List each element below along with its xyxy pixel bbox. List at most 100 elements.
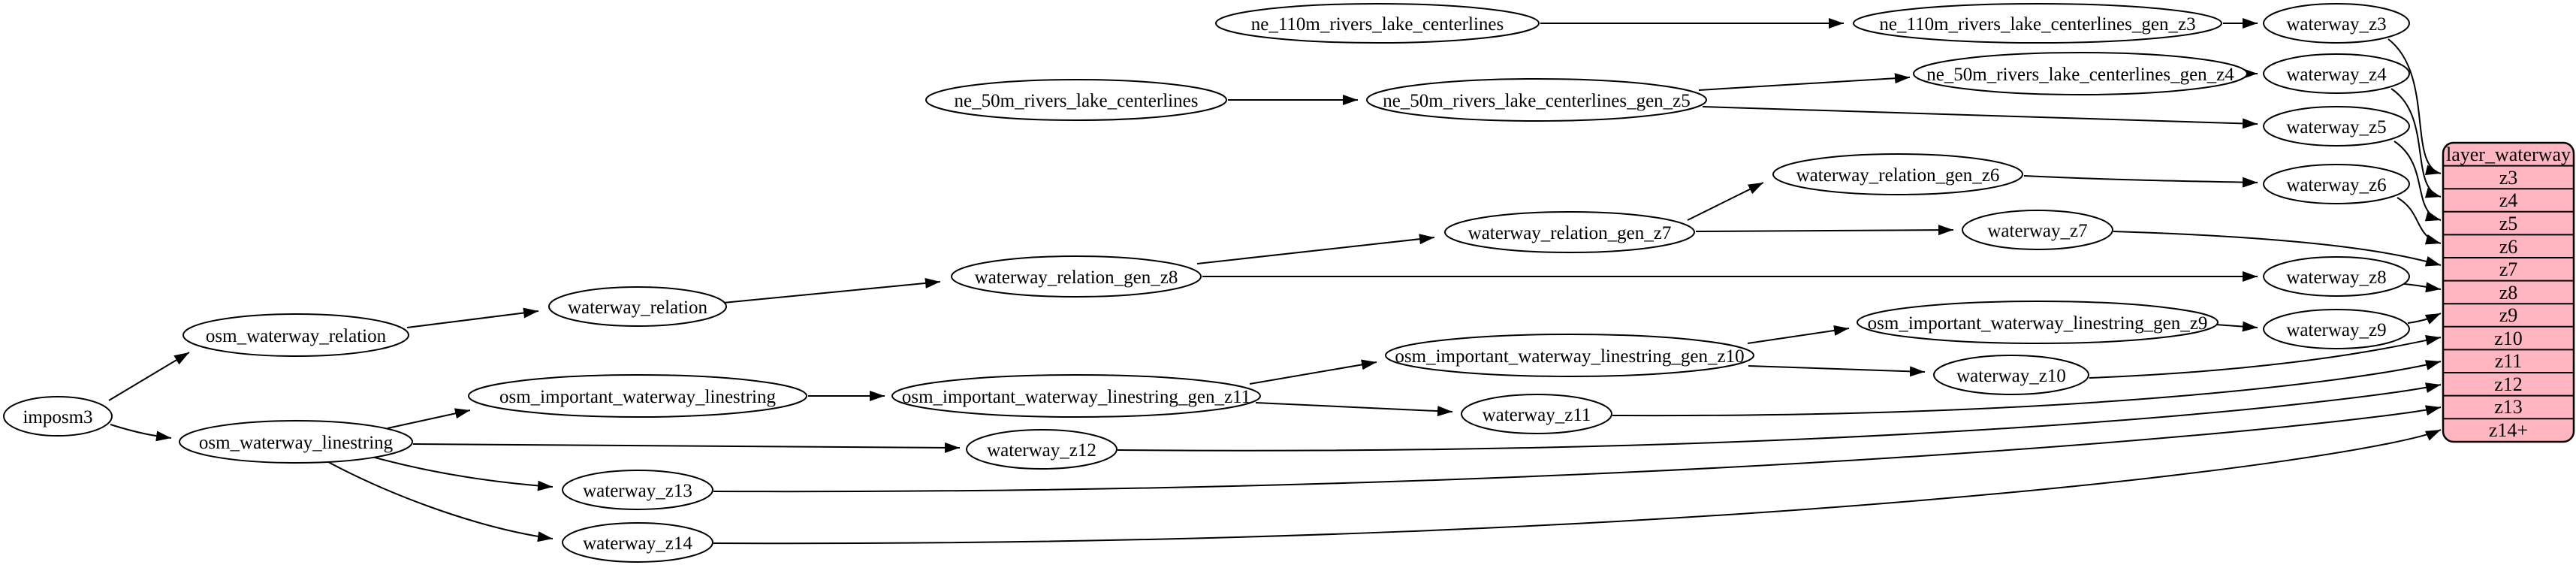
table-row-z6: z6	[2499, 236, 2518, 258]
node-waterway_z5: waterway_z5	[2263, 106, 2410, 147]
table-row-z3: z3	[2499, 167, 2518, 189]
node-waterway_z11: waterway_z11	[1461, 394, 1612, 434]
node-ne_50m_rivers_lake_centerlines_gen_z5-shape	[1366, 78, 1707, 122]
edge-gen_z8-gen_z7	[1196, 234, 1435, 264]
node-osm_waterway_linestring: osm_waterway_linestring	[179, 420, 413, 464]
table-row-z11: z11	[2495, 350, 2523, 372]
node-waterway_relation_gen_z7: waterway_relation_gen_z7	[1444, 211, 1695, 253]
edge-imposm3-osm_waterway_linestring	[110, 424, 172, 442]
node-waterway_z5-label: waterway_z5	[2286, 117, 2386, 137]
edge-osm_waterway_linestring-osm_important_waterway_linestring	[387, 408, 471, 429]
node-osm_important_waterway_linestring_gen_z11-label: osm_important_waterway_linestring_gen_z1…	[902, 387, 1250, 407]
node-waterway_z14-shape	[562, 522, 713, 563]
node-osm_waterway_linestring-shape	[179, 420, 413, 464]
edge-gen_z11-gen_z10	[1249, 359, 1377, 385]
node-waterway_z8-shape	[2263, 256, 2410, 297]
node-waterway_z14: waterway_z14	[562, 522, 713, 563]
node-ne_110m_rivers_lake_centerlines-label: ne_110m_rivers_lake_centerlines	[1251, 14, 1504, 35]
node-osm_important_waterway_linestring_gen_z10-label: osm_important_waterway_linestring_gen_z1…	[1395, 346, 1744, 367]
node-osm_important_waterway_linestring_gen_z9-shape	[1857, 301, 2219, 344]
node-waterway_z13: waterway_z13	[562, 470, 713, 510]
table-row-z5: z5	[2499, 213, 2518, 234]
edge-waterway_z8-row_z8	[2403, 282, 2442, 293]
node-ne_110m_rivers_lake_centerlines_gen_z3-shape	[1853, 3, 2222, 44]
edge-osm_waterway_relation-waterway_relation	[406, 307, 539, 328]
node-ne_110m_rivers_lake_centerlines-shape	[1215, 3, 1540, 44]
node-waterway_z3: waterway_z3	[2263, 3, 2410, 44]
node-waterway_relation_gen_z7-label: waterway_relation_gen_z7	[1468, 223, 1672, 243]
node-waterway_z10: waterway_z10	[1933, 355, 2089, 395]
edge-gen_z7-waterway_z7	[1695, 225, 1954, 236]
layer-waterway-table-title: layer_waterway	[2446, 144, 2571, 165]
node-waterway_relation_gen_z8-shape	[951, 255, 1202, 298]
node-osm_important_waterway_linestring-shape	[468, 374, 807, 418]
table-row-z8: z8	[2499, 282, 2518, 304]
edge-waterway_z10-row_z10	[2089, 335, 2442, 379]
node-osm_important_waterway_linestring-label: osm_important_waterway_linestring	[499, 387, 776, 407]
node-ne_50m_rivers_lake_centerlines_gen_z5: ne_50m_rivers_lake_centerlines_gen_z5	[1366, 78, 1707, 122]
node-waterway_z13-label: waterway_z13	[583, 481, 692, 501]
node-waterway_relation_gen_z6: waterway_relation_gen_z6	[1772, 153, 2023, 195]
node-ne_110m_rivers_lake_centerlines: ne_110m_rivers_lake_centerlines	[1215, 3, 1540, 44]
node-ne_50m_rivers_lake_centerlines_gen_z4-label: ne_50m_rivers_lake_centerlines_gen_z4	[1926, 65, 2234, 85]
node-waterway_relation: waterway_relation	[548, 286, 727, 327]
edge-waterway_z7-row_z7	[2113, 231, 2442, 267]
edge-gen_z11-waterway_z11	[1255, 402, 1453, 417]
node-waterway_z6-label: waterway_z6	[2286, 175, 2386, 195]
node-waterway_z10-shape	[1933, 355, 2089, 395]
node-waterway_z4-label: waterway_z4	[2286, 65, 2387, 85]
edge-waterway_z6-row_z6	[2397, 197, 2442, 245]
node-waterway_z10-label: waterway_z10	[1956, 366, 2066, 386]
edge-osm_waterway_linestring-waterway_z13	[369, 455, 554, 491]
node-waterway_z8: waterway_z8	[2263, 256, 2410, 297]
node-waterway_relation-shape	[548, 286, 727, 327]
edge-gen_z10-gen_z9	[1747, 325, 1850, 344]
node-ne_50m_rivers_lake_centerlines-label: ne_50m_rivers_lake_centerlines	[955, 91, 1199, 111]
node-waterway_z12-label: waterway_z12	[987, 440, 1096, 461]
node-ne_50m_rivers_lake_centerlines_gen_z4: ne_50m_rivers_lake_centerlines_gen_z4	[1913, 52, 2248, 95]
node-waterway_z9-label: waterway_z9	[2286, 320, 2386, 340]
node-waterway_z11-label: waterway_z11	[1483, 405, 1591, 425]
edge-gen_z7-gen_z6	[1687, 182, 1764, 221]
node-ne_110m_rivers_lake_centerlines_gen_z3: ne_110m_rivers_lake_centerlines_gen_z3	[1853, 3, 2222, 44]
edge-waterway_z3-row_z3	[2387, 38, 2442, 175]
node-ne_50m_rivers_lake_centerlines_gen_z5-label: ne_50m_rivers_lake_centerlines_gen_z5	[1383, 91, 1691, 111]
edge-gen_z6-waterway_z6	[2023, 175, 2258, 188]
node-imposm3-label: imposm3	[23, 407, 92, 428]
node-osm_waterway_relation-label: osm_waterway_relation	[206, 326, 387, 346]
node-ne_50m_rivers_lake_centerlines-shape	[925, 79, 1227, 121]
table-row-z9: z9	[2499, 304, 2518, 326]
node-osm_important_waterway_linestring_gen_z11-shape	[891, 374, 1261, 418]
node-waterway_z11-shape	[1461, 394, 1612, 434]
node-waterway_relation_gen_z6-label: waterway_relation_gen_z6	[1796, 165, 2000, 186]
edge-osm_waterway_linestring-waterway_z14	[321, 458, 554, 542]
node-waterway_z3-shape	[2263, 3, 2410, 44]
node-ne_110m_rivers_lake_centerlines_gen_z3-label: ne_110m_rivers_lake_centerlines_gen_z3	[1879, 14, 2195, 35]
node-waterway_relation_gen_z8: waterway_relation_gen_z8	[951, 255, 1202, 298]
edge-gen_z9-waterway_z9	[2215, 321, 2258, 332]
node-waterway_relation-label: waterway_relation	[568, 298, 708, 318]
node-waterway_relation_gen_z7-shape	[1444, 211, 1695, 253]
edge-waterway_z5-row_z5	[2394, 140, 2442, 222]
node-waterway_z7-shape	[1962, 210, 2113, 250]
edge-imposm3-osm_waterway_relation	[108, 352, 190, 401]
table-row-z4: z4	[2499, 189, 2518, 211]
table-row-z12: z12	[2494, 373, 2523, 395]
table-row-z14plus: z14+	[2489, 419, 2528, 441]
node-waterway_z14-label: waterway_z14	[583, 533, 692, 554]
node-waterway_z4: waterway_z4	[2263, 53, 2410, 94]
node-waterway_relation_gen_z6-shape	[1772, 153, 2023, 195]
node-osm_important_waterway_linestring_gen_z10: osm_important_waterway_linestring_gen_z1…	[1385, 334, 1754, 377]
edge-waterway_z11-row_z11	[1612, 360, 2442, 417]
layer-waterway-table: layer_waterway z3 z4 z5 z6 z7 z8 z9 z10 …	[2442, 141, 2575, 443]
table-row-z7: z7	[2499, 258, 2518, 280]
node-osm_waterway_relation-shape	[182, 313, 409, 357]
node-imposm3: imposm3	[3, 396, 113, 437]
node-imposm3-shape	[3, 396, 113, 437]
node-osm_important_waterway_linestring_gen_z9: osm_important_waterway_linestring_gen_z9	[1857, 301, 2219, 344]
node-waterway_z6: waterway_z6	[2263, 164, 2410, 204]
table-row-z13: z13	[2494, 396, 2523, 418]
node-osm_important_waterway_linestring_gen_z9-label: osm_important_waterway_linestring_gen_z9	[1868, 313, 2208, 334]
edge-waterway_z14-row_z14plus	[713, 429, 2442, 545]
node-waterway_z4-shape	[2263, 53, 2410, 94]
